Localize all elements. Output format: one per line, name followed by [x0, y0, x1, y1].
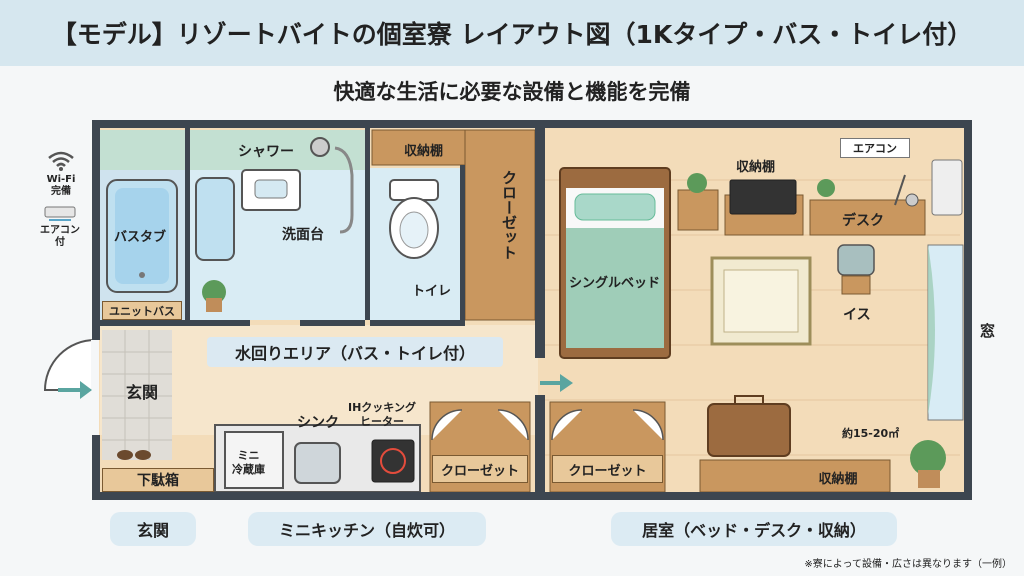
ih-heater-label: IHクッキング ヒーター: [348, 401, 416, 428]
area-size-label: 約15-20㎡: [842, 427, 900, 440]
zone-living: 居室（ベッド・デスク・収納）: [611, 512, 897, 546]
title-bar: 【モデル】リゾートバイトの個室寮 レイアウト図（1Kタイプ・バス・トイレ付）: [0, 0, 1024, 66]
wifi-label: Wi-Fi 完備: [46, 174, 76, 197]
water-area-label: 水回りエリア（バス・トイレ付）: [207, 337, 503, 367]
storage-tv-label: 収納棚: [736, 160, 776, 175]
closet-vertical-label: クローゼット: [500, 170, 518, 260]
pillow: [574, 193, 656, 221]
desk-label: デスク: [842, 213, 884, 229]
bathtub-label: バスタブ: [114, 230, 167, 245]
aircon-label: エアコン 付: [40, 225, 80, 248]
zone-kitchen: ミニキッチン（自炊可）: [248, 512, 486, 546]
desk-shape: [809, 199, 926, 236]
shower-head: [310, 137, 330, 157]
sink-label: シンク: [297, 415, 339, 431]
zone-entrance: 玄関: [110, 512, 196, 546]
shower-label: シャワー: [238, 144, 294, 160]
footnote: ※寮によって設備・広さは異なります（一例）: [804, 559, 1012, 570]
wifi-icon: [48, 151, 74, 171]
ih-heater-shape: [371, 439, 415, 483]
tv-shape: [729, 179, 797, 215]
aircon-sign-tag: エアコン: [840, 138, 910, 158]
window-label: 窓: [980, 322, 996, 340]
sink-shape: [294, 442, 341, 484]
room-arrow: [540, 374, 573, 392]
toilet-label: トイレ: [412, 284, 452, 299]
shower-tub: [195, 177, 235, 261]
unit-bath-tag: ユニットバス: [102, 301, 182, 320]
chair-label: イス: [843, 307, 871, 323]
chair-shape: [837, 244, 875, 276]
mini-fridge-label: ミニ 冷蔵庫: [232, 449, 265, 476]
closet-kitchen-tag: クローゼット: [432, 455, 528, 483]
entrance-label: 玄関: [126, 383, 159, 402]
page-subtitle: 快適な生活に必要な設備と機能を完備: [333, 80, 691, 104]
closet-room-tag: クローゼット: [552, 455, 663, 483]
mini-fridge-shape: [224, 431, 284, 489]
storage-bottom-tag: 収納棚: [818, 471, 858, 487]
storage-shelf-top-label: 収納棚: [404, 144, 444, 159]
page-title: 【モデル】リゾートバイトの個室寮 レイアウト図（1Kタイプ・バス・トイレ付）: [51, 20, 973, 49]
aircon-icon: [44, 206, 76, 221]
aircon-unit: [931, 159, 963, 216]
walls: [92, 120, 972, 500]
single-bed-label: シングルベッド: [569, 276, 661, 291]
entrance-tiles: [102, 330, 172, 460]
entry-arrow: [58, 381, 92, 399]
shoe-box-tag: 下駄箱: [102, 468, 214, 492]
washbasin-label: 洗面台: [282, 227, 324, 243]
suitcase: [707, 403, 791, 457]
